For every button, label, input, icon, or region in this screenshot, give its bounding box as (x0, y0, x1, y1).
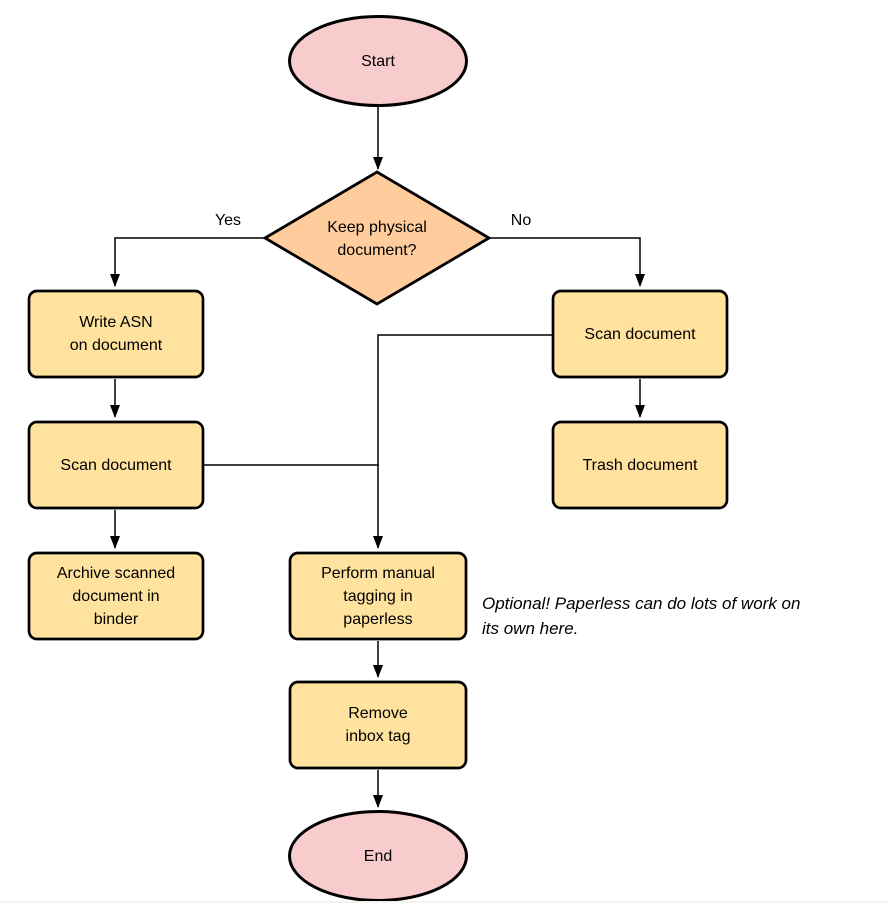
scan-right-node-shape (551, 289, 729, 379)
tagging-node-shape (288, 551, 468, 641)
edge-yes-decision-to-write-asn (110, 237, 265, 287)
remove-inbox-node-shape (288, 680, 468, 770)
trash-node-shape (551, 420, 729, 510)
end-node-shape (288, 810, 468, 902)
archive-node-shape (27, 551, 205, 641)
edge-no-decision-to-scan-right (489, 237, 645, 287)
edge-scan-right-to-tagging (373, 334, 552, 549)
write-asn-node-shape (27, 289, 205, 379)
optional-annotation: Optional! Paperless can do lots of work … (482, 594, 801, 638)
decision-node-shape (262, 170, 492, 306)
edge-label-no: No (510, 212, 532, 229)
bottom-edge-rule (0, 901, 888, 903)
start-node-shape (288, 15, 468, 107)
scan-left-node-shape (27, 420, 205, 510)
edge-label-yes: Yes (214, 212, 242, 229)
